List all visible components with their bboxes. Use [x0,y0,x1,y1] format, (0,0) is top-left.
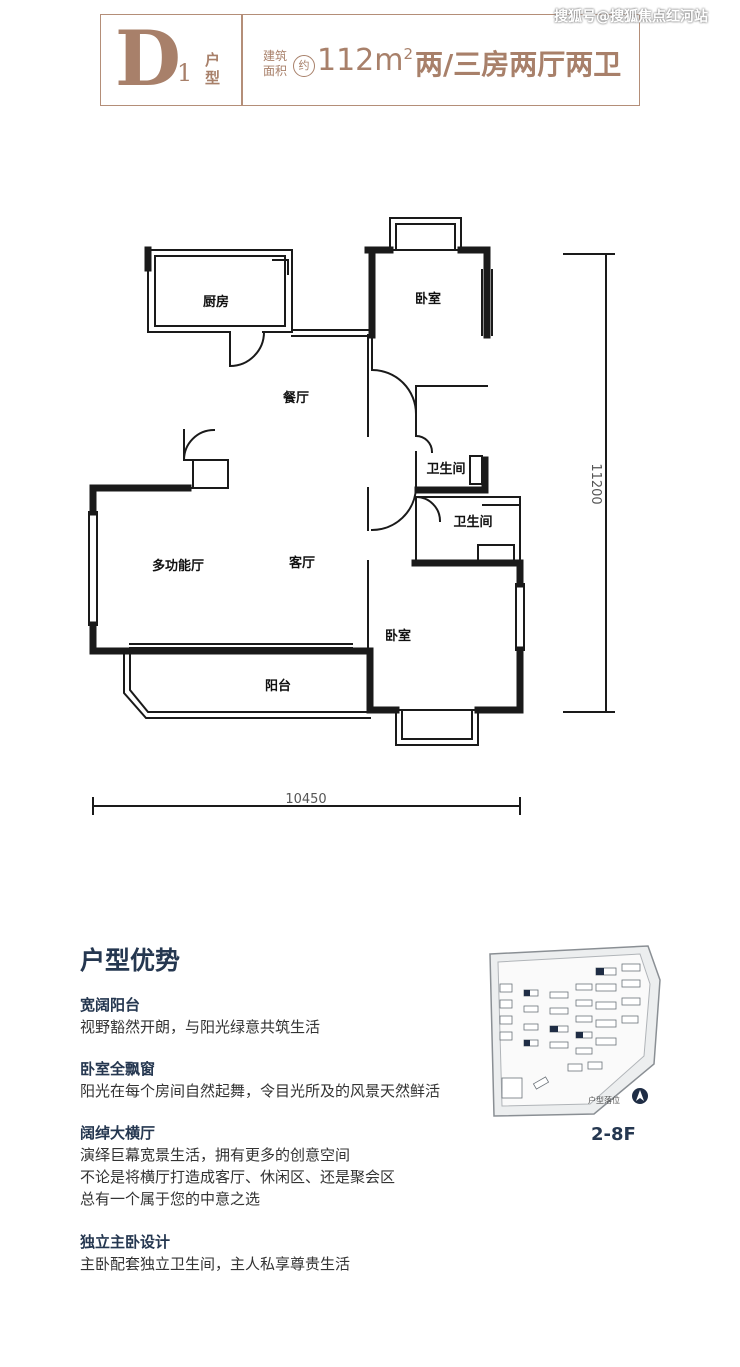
watermark: 搜狐号@搜狐焦点红河站 [554,9,708,25]
room-balcony: 阳台 [265,678,291,694]
feature-title: 宽阔阳台 [80,996,141,1014]
room-living: 客厅 [289,555,315,571]
dimension-width: 10450 [285,792,326,807]
feature-desc: 演绎巨幕宽景生活，拥有更多的创意空间 [80,1146,351,1164]
floor-range: 2-8F [591,1124,636,1145]
feature-desc: 总有一个属于您的中意之选 [80,1190,261,1208]
feature-desc: 主卧配套独立卫生间，主人私享尊贵生活 [80,1255,351,1273]
area-value: 112m2 [317,43,414,78]
interior-walls [88,217,615,815]
unit-header: D 1 户型 建筑面积 约 112m2 两/三房两厅两卫 [100,14,640,106]
unit-type-label: 户型 [205,51,221,87]
room-dining: 餐厅 [282,390,309,406]
header-divider [241,15,243,105]
dimension-height: 11200 [588,463,603,504]
layout-description: 两/三房两厅两卫 [415,48,622,81]
floor-plan: 厨房 卧室 餐厅 卫生间 卫生间 多功能厅 客厅 卧室 阳台 10450 112… [88,217,615,815]
site-plan: 户型落位 [489,945,661,1117]
feature-title: 阔绰大横厅 [80,1124,156,1142]
room-kitchen: 厨房 [203,294,229,310]
feature-master-bedroom: 独立主卧设计 主卧配套独立卫生间，主人私享尊贵生活 [80,1231,350,1275]
room-bedroom-bottom: 卧室 [385,628,411,644]
room-bathroom-2: 卫生间 [453,514,492,530]
buildings [499,963,641,1099]
area-label: 建筑面积 [263,49,288,78]
highlighted-buildings [524,968,604,1046]
unit-type-letter: D [115,14,181,103]
room-bathroom-1: 卫生间 [426,461,465,477]
feature-desc: 阳光在每个房间自然起舞，令目光所及的风景天然鲜活 [80,1082,441,1100]
feature-desc: 不论是将横厅打造成客厅、休闲区、还是聚会区 [80,1168,396,1186]
feature-desc: 视野豁然开朗，与阳光绿意共筑生活 [80,1018,321,1036]
feature-title: 独立主卧设计 [80,1233,171,1251]
feature-bay-window: 卧室全飘窗 阳光在每个房间自然起舞，令目光所及的风景天然鲜活 [80,1058,440,1102]
feature-living: 阔绰大横厅 演绎巨幕宽景生活，拥有更多的创意空间 不论是将横厅打造成客厅、休闲区… [80,1122,395,1210]
about-badge: 约 [293,55,315,77]
unit-type-subscript: 1 [177,59,193,87]
exterior-walls [89,246,524,714]
feature-balcony: 宽阔阳台 视野豁然开朗，与阳光绿意共筑生活 [80,994,320,1038]
location-label: 户型落位 [588,1095,620,1105]
advantages-title: 户型优势 [80,946,181,975]
feature-title: 卧室全飘窗 [80,1060,156,1078]
room-multifunction: 多功能厅 [152,558,204,574]
room-bedroom-top: 卧室 [415,291,441,307]
